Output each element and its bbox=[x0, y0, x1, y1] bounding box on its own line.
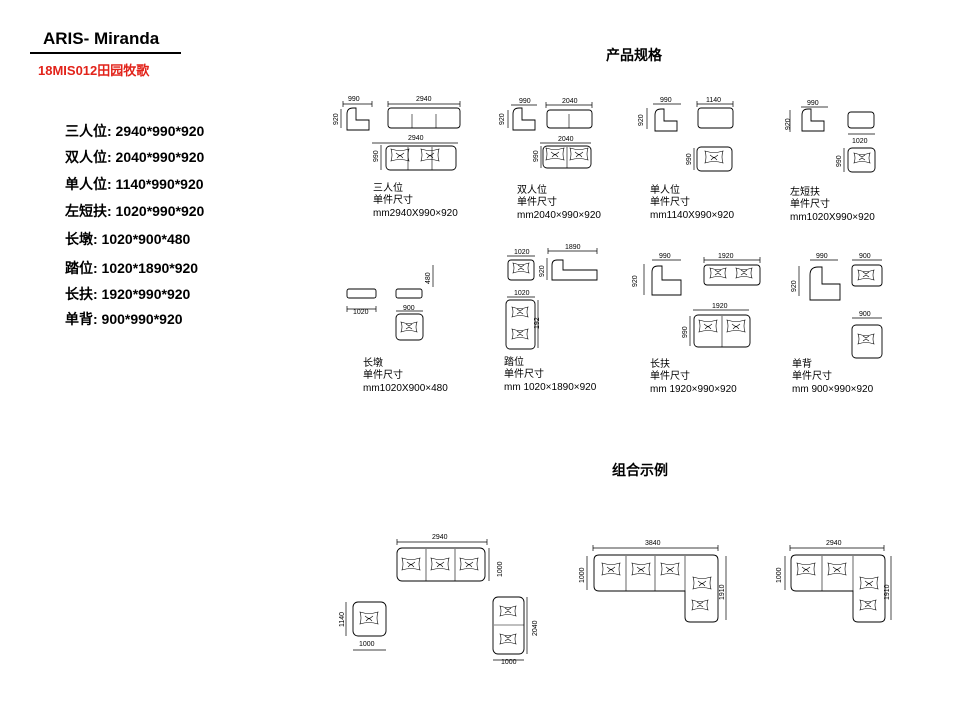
item-size: mm2940X990×920 bbox=[373, 208, 458, 219]
item-size-label: 单件尺寸 bbox=[504, 367, 544, 380]
dim-label: 900 bbox=[403, 305, 415, 312]
dim-label: 1000 bbox=[501, 659, 517, 666]
item-size: mm1020X990×920 bbox=[790, 212, 875, 223]
spec-line: 长扶: 1920*990*920 bbox=[65, 286, 191, 302]
dim-label: 920 bbox=[539, 265, 546, 277]
dim-label: 1910 bbox=[884, 584, 891, 600]
model-code: 18MIS012田园牧歌 bbox=[38, 63, 150, 78]
dim-label: 192 bbox=[534, 317, 541, 329]
dim-label: 990 bbox=[519, 98, 531, 105]
item-name: 长扶 bbox=[650, 357, 670, 370]
item-size: mm 1920×990×920 bbox=[650, 384, 737, 395]
item-size-label: 单件尺寸 bbox=[363, 368, 403, 381]
dim-label: 1000 bbox=[497, 561, 504, 577]
dim-label: 1000 bbox=[359, 641, 375, 648]
drawing-single-back: 990 900 920 900 单背 单件尺寸 mm 900×990×920 bbox=[791, 253, 883, 395]
item-name: 踏位 bbox=[504, 355, 524, 368]
item-size-label: 单件尺寸 bbox=[517, 195, 557, 208]
dim-label: 1000 bbox=[579, 567, 586, 583]
dim-label: 900 bbox=[859, 253, 871, 260]
item-name: 单人位 bbox=[650, 183, 680, 196]
item-size: mm 900×990×920 bbox=[792, 384, 874, 395]
drawing-left-short-arm: 990 920 1020 990 左短扶 单件尺寸 mm1020X990×920 bbox=[785, 100, 876, 223]
item-size: mm2040×990×920 bbox=[517, 210, 601, 221]
dim-label: 1000 bbox=[776, 567, 783, 583]
item-name: 长墩 bbox=[363, 356, 383, 369]
dim-label: 920 bbox=[632, 275, 639, 287]
item-size-label: 单件尺寸 bbox=[790, 197, 830, 210]
item-size: mm1140X990×920 bbox=[650, 210, 734, 221]
dim-label: 1140 bbox=[339, 612, 346, 627]
section-title-combos: 组合示例 bbox=[612, 462, 668, 478]
drawing-three-seater: 990 2940 920 2940 990 三人位 单件尺寸 mm2940X99… bbox=[333, 96, 461, 219]
title-underline bbox=[30, 52, 181, 54]
dim-label: 2940 bbox=[416, 96, 432, 103]
dim-label: 920 bbox=[785, 118, 792, 130]
drawing-chaise: 1020 1890 920 1020 192 踏位 单件尺寸 mm 1020×1… bbox=[504, 244, 598, 393]
item-size-label: 单件尺寸 bbox=[792, 369, 832, 382]
dim-label: 1140 bbox=[706, 97, 721, 104]
item-size-label: 单件尺寸 bbox=[650, 369, 690, 382]
dim-label: 990 bbox=[373, 150, 380, 162]
dim-label: 990 bbox=[348, 96, 360, 103]
combo-arrangement-2: 3840 1000 1910 bbox=[579, 540, 727, 623]
item-name: 三人位 bbox=[373, 181, 403, 194]
dim-label: 990 bbox=[816, 253, 828, 260]
spec-line: 单人位: 1140*990*920 bbox=[65, 176, 204, 192]
dim-label: 2940 bbox=[432, 534, 448, 541]
item-name: 单背 bbox=[792, 357, 812, 370]
dim-label: 3840 bbox=[645, 540, 661, 547]
dim-label: 1020 bbox=[514, 290, 530, 297]
dim-label: 990 bbox=[686, 153, 693, 165]
drawing-single-seater: 990 1140 920 990 单人位 单件尺寸 mm1140X990×920 bbox=[638, 97, 734, 221]
dim-label: 1890 bbox=[565, 244, 581, 251]
dim-label: 990 bbox=[682, 326, 689, 338]
dim-label: 920 bbox=[499, 113, 506, 125]
dim-label: 1020 bbox=[514, 249, 530, 256]
dim-label: 920 bbox=[791, 280, 798, 292]
drawing-two-seater: 990 2040 920 2040 990 双人位 单件尺寸 mm2040×99… bbox=[499, 98, 601, 221]
spec-line: 左短扶: 1020*990*920 bbox=[65, 203, 205, 219]
dim-label: 1920 bbox=[718, 253, 734, 260]
drawing-long-ottoman: 480 1020 900 长墩 单件尺寸 mm1020X900×480 bbox=[346, 265, 448, 394]
dim-label: 480 bbox=[425, 272, 432, 284]
dim-label: 990 bbox=[660, 97, 672, 104]
dim-label: 1020 bbox=[353, 309, 369, 316]
dim-label: 920 bbox=[333, 113, 340, 125]
spec-line: 单背: 900*990*920 bbox=[65, 311, 183, 327]
page-title: ARIS- Miranda bbox=[43, 29, 160, 48]
section-title-specs: 产品规格 bbox=[606, 47, 662, 63]
item-size-label: 单件尺寸 bbox=[373, 193, 413, 206]
spec-line: 三人位: 2940*990*920 bbox=[65, 123, 205, 139]
dim-label: 2040 bbox=[562, 98, 578, 105]
dim-label: 920 bbox=[638, 114, 645, 126]
spec-line: 双人位: 2040*990*920 bbox=[65, 149, 205, 165]
spec-line: 长墩: 1020*900*480 bbox=[65, 231, 191, 247]
dim-label: 1020 bbox=[852, 138, 868, 145]
dim-label: 990 bbox=[836, 155, 843, 167]
dim-label: 990 bbox=[533, 150, 540, 162]
item-size: mm 1020×1890×920 bbox=[504, 382, 597, 393]
dim-label: 2040 bbox=[558, 136, 574, 143]
dim-label: 2940 bbox=[408, 135, 424, 142]
dim-label: 990 bbox=[807, 100, 819, 107]
spec-line: 踏位: 1020*1890*920 bbox=[65, 260, 199, 276]
dim-label: 2040 bbox=[532, 620, 539, 636]
drawing-long-arm: 990 1920 920 1920 990 长扶 单件尺寸 mm 1920×99… bbox=[632, 253, 761, 395]
dim-label: 1920 bbox=[712, 303, 728, 310]
item-size: mm1020X900×480 bbox=[363, 383, 448, 394]
dim-label: 990 bbox=[659, 253, 671, 260]
combo-arrangement-1: 2940 1000 1140 1000 2040 1000 bbox=[339, 534, 539, 666]
item-name: 左短扶 bbox=[790, 185, 820, 198]
item-name: 双人位 bbox=[517, 183, 547, 196]
dim-label: 900 bbox=[859, 311, 871, 318]
combo-arrangement-3: 2940 1000 1910 bbox=[776, 540, 892, 623]
dim-label: 2940 bbox=[826, 540, 842, 547]
item-size-label: 单件尺寸 bbox=[650, 195, 690, 208]
dim-label: 1910 bbox=[719, 584, 726, 600]
